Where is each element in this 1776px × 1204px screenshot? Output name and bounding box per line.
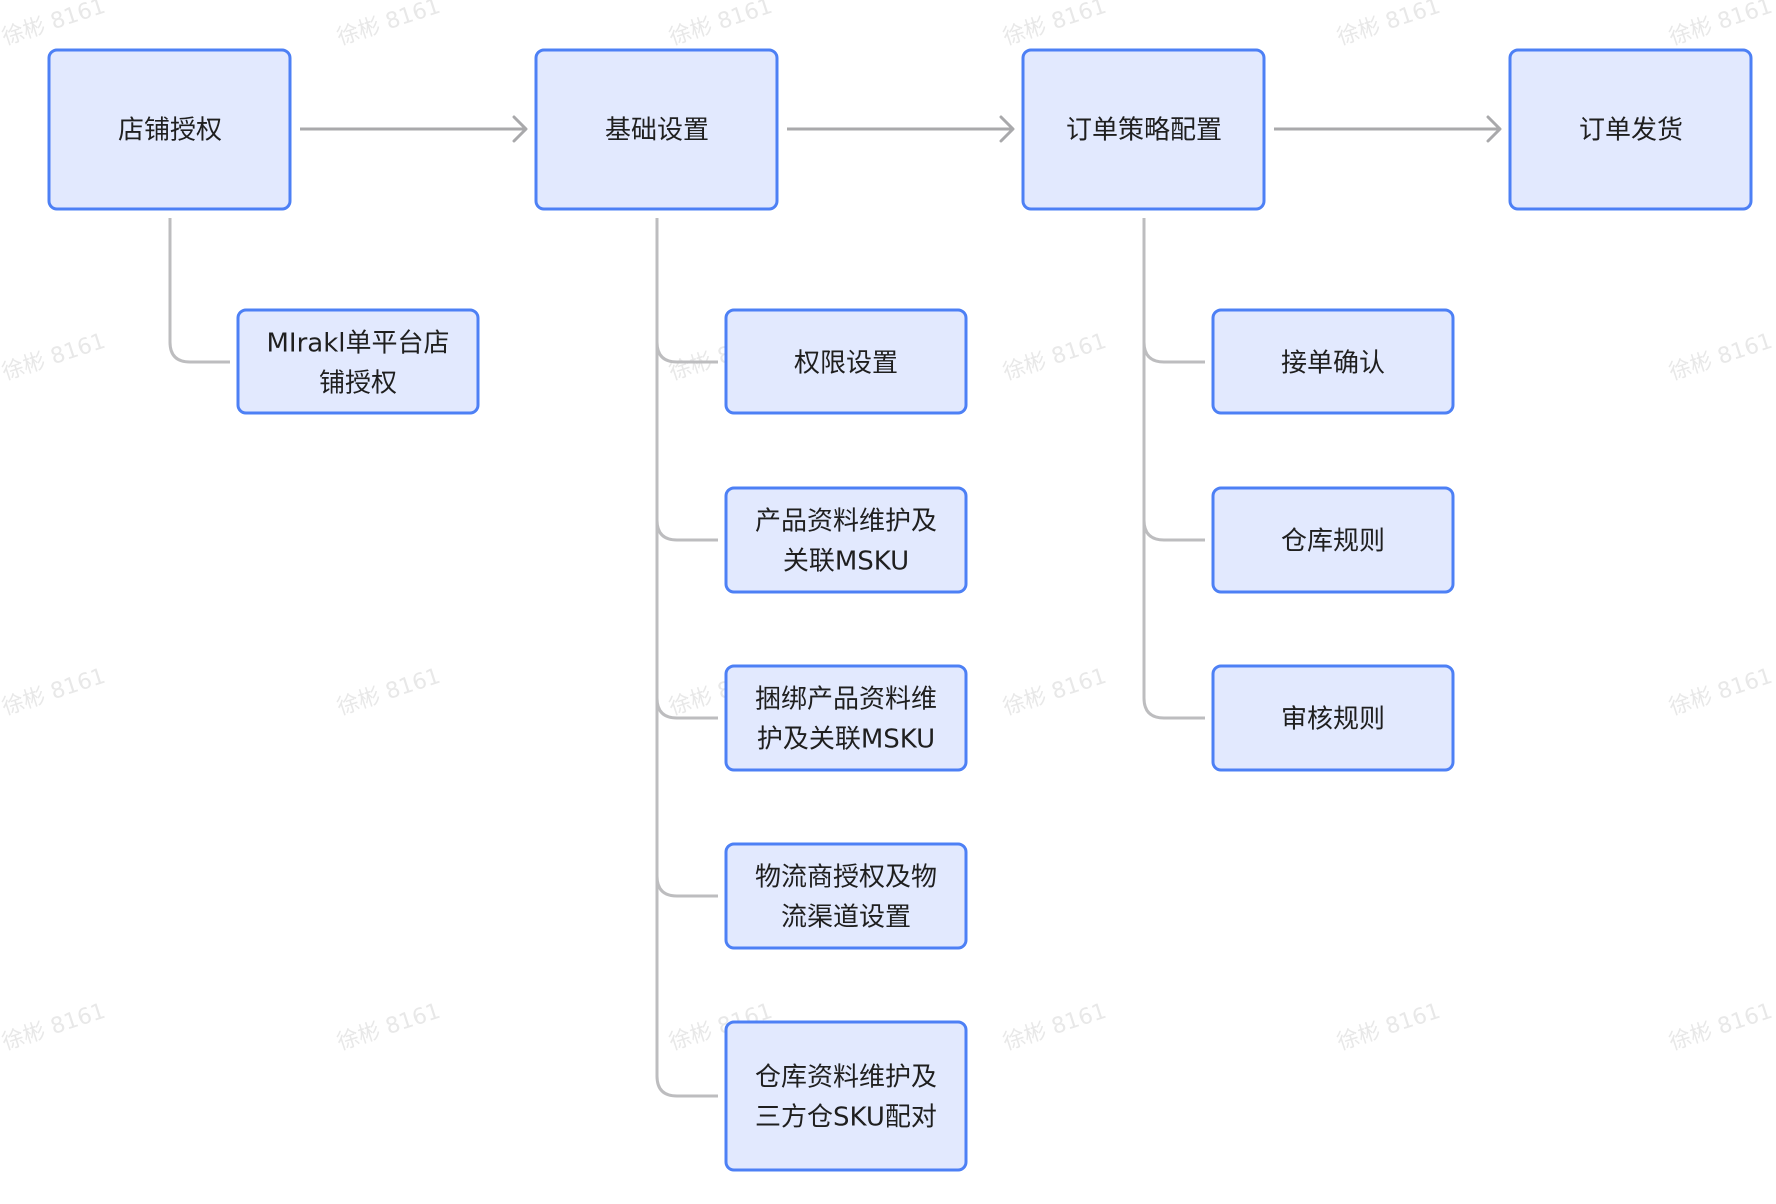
watermark: 徐彬 8161	[0, 0, 109, 51]
watermark: 徐彬 8161	[1000, 329, 1109, 386]
connector	[655, 698, 718, 898]
connector	[1142, 342, 1205, 542]
flow-arrow	[300, 115, 528, 143]
node-label-line: MIrakl单平台店	[266, 329, 449, 359]
watermark: 徐彬 8161	[0, 999, 109, 1056]
node-bundle-info[interactable]: 捆绑产品资料维 护及关联MSKU	[724, 664, 968, 772]
node-label-line: 仓库资料维护及	[755, 1063, 937, 1093]
node-label: 审核规则	[1281, 705, 1385, 735]
node-label: 订单策略配置	[1066, 116, 1222, 146]
watermark: 徐彬 8161	[1666, 329, 1775, 386]
node-label: 仓库规则	[1281, 527, 1385, 557]
connector	[655, 876, 718, 1098]
arrow-head-icon	[1486, 115, 1502, 143]
node-label-line: 产品资料维护及	[755, 507, 937, 537]
watermark: 徐彬 8161	[1666, 999, 1775, 1056]
arrow-head-icon	[999, 115, 1015, 143]
watermark: 徐彬 8161	[1000, 999, 1109, 1056]
watermark: 徐彬 8161	[1000, 664, 1109, 721]
node-order-strategy[interactable]: 订单策略配置	[1021, 48, 1266, 211]
arrow-head-icon	[512, 115, 528, 143]
node-label-line: 流渠道设置	[781, 903, 911, 933]
node-product-info[interactable]: 产品资料维护及 关联MSKU	[724, 486, 968, 594]
node-label: 店铺授权	[118, 116, 222, 146]
node-basic-settings[interactable]: 基础设置	[534, 48, 779, 211]
node-label: 基础设置	[605, 116, 709, 146]
node-store-auth[interactable]: 店铺授权	[47, 48, 292, 211]
node-warehouse-info[interactable]: 仓库资料维护及 三方仓SKU配对	[724, 1020, 968, 1172]
watermark: 徐彬 8161	[334, 999, 443, 1056]
node-order-shipping[interactable]: 订单发货	[1508, 48, 1753, 211]
node-accept-order[interactable]: 接单确认	[1211, 308, 1455, 415]
watermark: 徐彬 8161	[666, 0, 775, 51]
node-label: 接单确认	[1281, 349, 1385, 379]
node-label: 权限设置	[794, 349, 898, 379]
node-label-line: 铺授权	[319, 369, 397, 399]
node-permissions[interactable]: 权限设置	[724, 308, 968, 415]
node-label-line: 关联MSKU	[783, 547, 909, 577]
node-label: 订单发货	[1579, 116, 1683, 146]
node-warehouse-rules[interactable]: 仓库规则	[1211, 486, 1455, 594]
node-label-line: 三方仓SKU配对	[755, 1103, 937, 1133]
node-label-line: 物流商授权及物	[755, 863, 937, 893]
connector	[1142, 520, 1205, 720]
flow-arrow	[787, 115, 1015, 143]
watermark: 徐彬 8161	[1666, 0, 1775, 51]
watermark: 徐彬 8161	[1000, 0, 1109, 51]
watermark: 徐彬 8161	[334, 0, 443, 51]
node-logistics[interactable]: 物流商授权及物 流渠道设置	[724, 842, 968, 950]
watermark: 徐彬 8161	[334, 664, 443, 721]
connector	[1142, 218, 1205, 364]
watermark: 徐彬 8161	[0, 329, 109, 386]
node-mirakl-store-auth[interactable]: MIrakl单平台店 铺授权	[236, 308, 480, 415]
flow-arrow	[1274, 115, 1502, 143]
watermark: 徐彬 8161	[1334, 0, 1443, 51]
node-label-line: 捆绑产品资料维	[755, 685, 937, 715]
node-label-line: 护及关联MSKU	[757, 725, 935, 755]
watermark: 徐彬 8161	[1666, 664, 1775, 721]
connector	[168, 218, 230, 364]
node-review-rules[interactable]: 审核规则	[1211, 664, 1455, 772]
watermark: 徐彬 8161	[1334, 999, 1443, 1056]
watermark: 徐彬 8161	[0, 664, 109, 721]
connector	[655, 218, 718, 364]
